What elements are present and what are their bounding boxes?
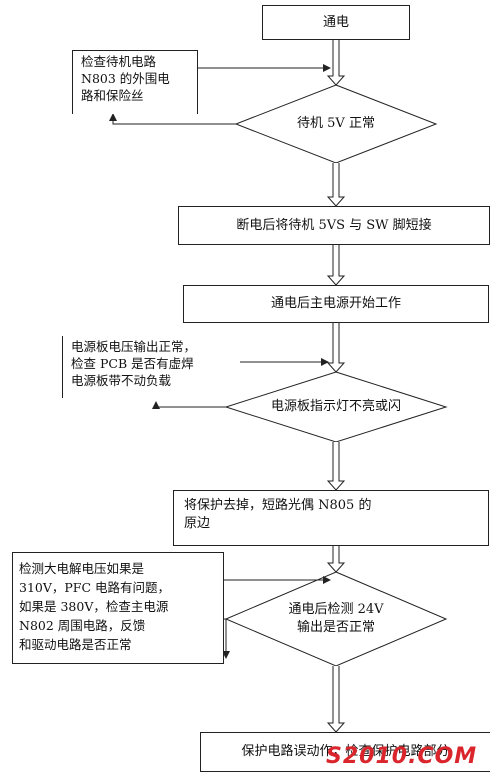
short-5vs-sw-box: 断电后将待机 5VS 与 SW 脚短接: [178, 206, 490, 245]
site-watermark-logo: S2010.COM: [326, 744, 478, 769]
main-power-start-label: 通电后主电源开始工作: [270, 296, 401, 311]
capacitor-check-box: 检测大电解电压如果是 310V，PFC 电路有问题， 如果是 380V，检查主电…: [12, 552, 224, 664]
side-loop-lines: [109, 64, 331, 659]
power-board-line-2: 检查 PCB 是否有虚焊: [71, 356, 194, 371]
capacitor-line-1: 检测大电解电压如果是: [19, 561, 145, 576]
decision-standby-5v-label: 待机 5V 正常: [297, 116, 375, 131]
start-box: 通电: [262, 5, 410, 40]
power-board-note: 电源板电压输出正常， 检查 PCB 是否有虚焊 电源板带不动负载: [62, 336, 240, 398]
remove-protection-box: 将保护去掉，短路光偶 N805 的 原边: [173, 490, 489, 546]
check-standby-note: 检查待机电路 N803 的外围电 路和保险丝: [72, 50, 198, 114]
check-standby-line-2: N803 的外围电: [81, 71, 170, 86]
final-label: 保护电路误动作，检查保护电路部分: [241, 744, 450, 759]
remove-protection-line-2: 原边: [184, 516, 211, 531]
power-board-line-1: 电源板电压输出正常，: [71, 339, 197, 354]
capacitor-line-5: 和驱动电路是否正常: [19, 637, 132, 652]
check-standby-line-3: 路和保险丝: [81, 88, 144, 103]
short-5vs-sw-label: 断电后将待机 5VS 与 SW 脚短接: [236, 217, 432, 233]
decision-24v-label: 通电后检测 24V 输出是否正常: [266, 601, 406, 637]
remove-protection-line-1: 将保护去掉，短路光偶 N805 的: [184, 498, 372, 513]
capacitor-line-4: N802 周围电路，反馈: [19, 618, 146, 633]
decision-24v-line-2: 输出是否正常: [296, 620, 375, 635]
decision-indicator-label: 电源板指示灯不亮或闪: [270, 399, 401, 414]
check-standby-line-1: 检查待机电路: [81, 54, 157, 69]
capacitor-line-3: 如果是 380V，检查主电源: [19, 599, 169, 614]
capacitor-line-2: 310V，PFC 电路有问题，: [19, 580, 171, 595]
start-label: 通电: [322, 14, 349, 30]
decision-24v-line-1: 通电后检测 24V: [288, 602, 384, 617]
power-board-line-3: 电源板带不动负载: [71, 373, 172, 388]
final-box: 保护电路误动作，检查保护电路部分: [200, 732, 490, 772]
main-power-start-box: 通电后主电源开始工作: [183, 285, 489, 323]
